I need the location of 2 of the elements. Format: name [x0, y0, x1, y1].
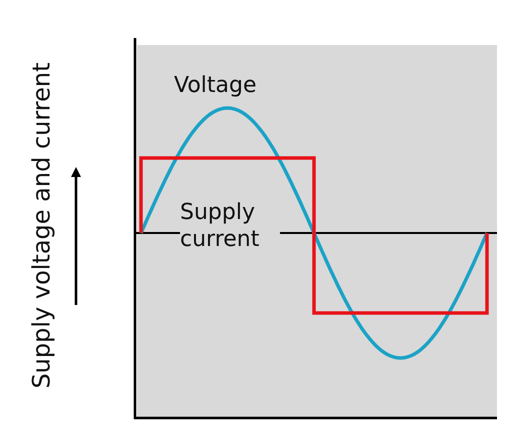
- curve-label: Voltage: [174, 72, 257, 99]
- axis-label: Supply voltage and current: [28, 61, 56, 391]
